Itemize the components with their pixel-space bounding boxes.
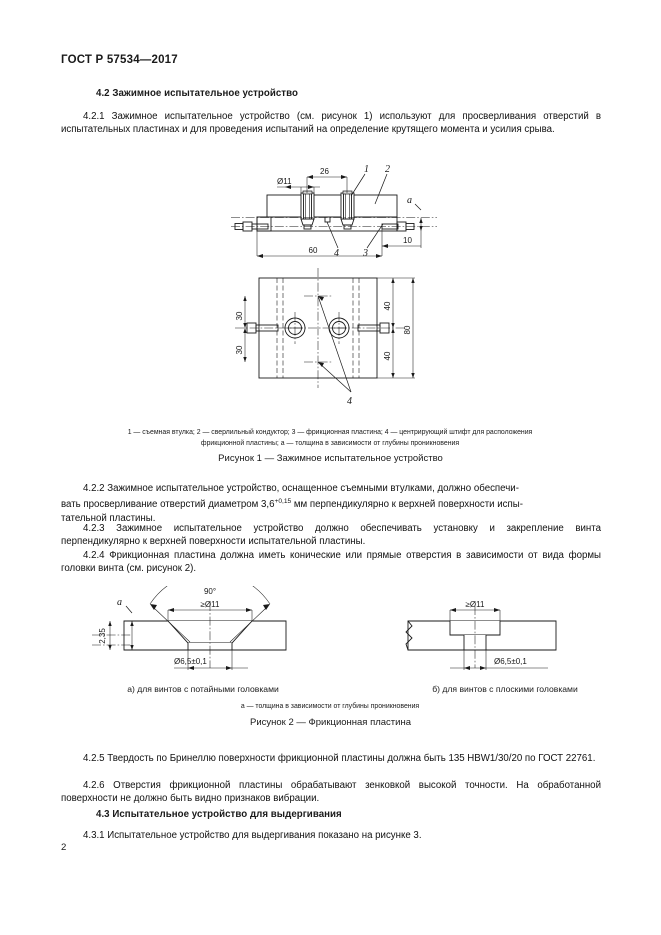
paragraph-4-2-6-text: 4.2.6 Отверстия фрикционной пластины обр… [61,780,601,805]
figure-1-legend-line-2: фрикционной пластины; а — толщина в зави… [200,439,460,447]
paragraph-4-3-1-text: 4.3.1 Испытательное устройство для выдер… [83,830,422,841]
paragraph-4-3-1: 4.3.1 Испытательное устройство для выдер… [61,829,601,842]
svg-text:Ø11: Ø11 [277,177,292,186]
paragraph-4-2-4: 4.2.4 Фрикционная пластина должна иметь … [61,549,601,576]
paragraph-4-2-2-line-1: 4.2.2 Зажимное испытательное устройство,… [83,483,519,494]
svg-text:Ø6,5±0,1: Ø6,5±0,1 [494,657,527,666]
figure-2-caption-b: б) для винтов с плоскими головками [432,684,578,694]
paragraph-4-2-2-tolerance: +0,15 [274,498,292,506]
svg-text:26: 26 [320,167,329,176]
figure-1-drawing: Ø11 26 1 2 3 4 а [225,162,475,420]
svg-text:30: 30 [235,345,244,354]
figure-1-caption: Рисунок 1 — Зажимное испытательное устро… [218,453,443,464]
paragraph-4-2-5: 4.2.5 Твердость по Бринеллю поверхности … [61,752,601,765]
paragraph-4-2-2: 4.2.2 Зажимное испытательное устройство,… [61,482,601,525]
svg-text:а: а [407,195,412,206]
svg-text:а: а [117,597,122,608]
svg-text:Ø6,5±0,1: Ø6,5±0,1 [174,657,207,666]
heading-4-2: 4.2 Зажимное испытательное устройство [96,88,298,99]
svg-text:1: 1 [364,164,369,175]
svg-text:40: 40 [383,301,392,310]
figure-2-legend: а — толщина в зависимости от глубины про… [240,703,420,710]
paragraph-4-2-4-text: 4.2.4 Фрикционная пластина должна иметь … [61,550,601,575]
figure-1-legend-line-1: 1 — съемная втулка; 2 — сверлильный конд… [127,429,533,436]
svg-text:90°: 90° [204,587,216,596]
paragraph-4-2-2-line-3: тательной пластины. [61,513,156,525]
paragraph-4-2-3-text: 4.2.3 Зажимное испытательное устройство … [61,523,601,548]
svg-text:10: 10 [403,236,412,245]
svg-text:80: 80 [403,325,412,334]
paragraph-4-2-1-text: 4.2.1 Зажимное испытательное устройство … [61,111,601,136]
figure-2-left-drawing: 90° ≥Ø11 2,35 а Ø6,5±0,1 [62,586,352,678]
svg-text:≥Ø11: ≥Ø11 [201,600,220,609]
svg-text:40: 40 [383,351,392,360]
svg-text:2,35: 2,35 [98,628,107,644]
paragraph-4-2-2-line-2b: мм перпендикулярно к верхней поверхности… [291,499,523,511]
page-number: 2 [61,842,67,853]
paragraph-4-2-2-line-2a: вать просверливание отверстий диаметром … [61,499,275,511]
svg-text:30: 30 [235,311,244,320]
figure-1-legend: 1 — съемная втулка; 2 — сверлильный конд… [55,428,605,449]
document-header: ГОСТ Р 57534—2017 [61,54,178,66]
paragraph-4-2-3: 4.2.3 Зажимное испытательное устройство … [61,522,601,549]
figure-2-caption: Рисунок 2 — Фрикционная пластина [250,717,411,728]
figure-2-right-drawing: ≥Ø11 Ø6,5±0,1 [388,586,618,678]
svg-text:60: 60 [309,246,318,255]
heading-4-3: 4.3 Испытательное устройство для выдерги… [96,809,342,820]
svg-text:4: 4 [334,248,339,259]
svg-text:≥Ø11: ≥Ø11 [466,600,485,609]
figure-2-caption-a: а) для винтов с потайными головками [127,684,279,694]
svg-text:4: 4 [347,396,352,407]
paragraph-4-2-6: 4.2.6 Отверстия фрикционной пластины обр… [61,779,601,806]
svg-text:2: 2 [385,164,390,175]
paragraph-4-2-1: 4.2.1 Зажимное испытательное устройство … [61,110,601,137]
paragraph-4-2-5-text: 4.2.5 Твердость по Бринеллю поверхности … [83,753,596,764]
svg-text:3: 3 [362,248,368,259]
